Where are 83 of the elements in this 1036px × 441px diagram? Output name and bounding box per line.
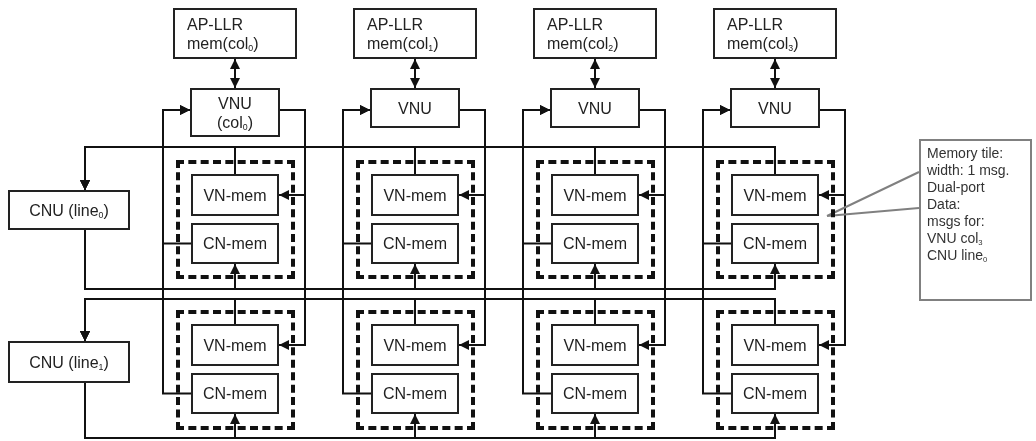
- node-label: CN-mem: [742, 384, 808, 403]
- callout-text: VNU col$_{3}$: [927, 230, 984, 247]
- node-label: VN-mem: [562, 335, 628, 355]
- memory-box: [731, 373, 819, 414]
- node-label: CN-mem: [382, 384, 448, 403]
- memory-box: [731, 174, 819, 216]
- memory-box: [551, 324, 639, 366]
- double-arrow: [410, 58, 420, 89]
- node-label: VNU (col$_{0}$): [217, 93, 253, 132]
- node-label: VN-mem: [742, 335, 808, 355]
- node-label: VN-mem: [202, 185, 268, 205]
- memory-box: [731, 223, 819, 264]
- memory-box: [371, 223, 459, 264]
- arrow: [80, 146, 776, 191]
- memory-box: [533, 8, 657, 59]
- leader-line: [826, 171, 920, 217]
- node-label: VN-mem: [202, 335, 268, 355]
- processing-unit-box: [8, 341, 130, 383]
- node-label: VNU: [758, 98, 792, 118]
- callout-text: Data:: [927, 196, 962, 213]
- node-label: VNU: [578, 98, 612, 118]
- arrow: [278, 109, 306, 350]
- memory-box: [191, 174, 279, 216]
- node-label: CN-mem: [742, 234, 808, 253]
- double-arrow: [770, 58, 780, 89]
- arrow: [702, 105, 732, 395]
- node-label: AP-LLR mem(col$_{2}$): [546, 14, 620, 53]
- memory-tile-box: [716, 310, 835, 430]
- callout-text: CNU line$_{0}$: [927, 247, 989, 264]
- callout-box: [919, 139, 1032, 301]
- memory-tile-box: [176, 160, 295, 279]
- node-label: CN-mem: [382, 234, 448, 253]
- node-label: CN-mem: [202, 234, 268, 253]
- node-label: VN-mem: [382, 185, 448, 205]
- node-label: VN-mem: [382, 335, 448, 355]
- arrow: [638, 109, 666, 350]
- processing-unit-box: [550, 88, 640, 128]
- callout-text: Dual-port: [927, 179, 986, 196]
- arrow: [162, 105, 192, 395]
- memory-box: [353, 8, 477, 59]
- memory-box: [191, 324, 279, 366]
- node-label: CN-mem: [562, 234, 628, 253]
- memory-tile-box: [356, 310, 475, 430]
- node-label: CNU (line$_{1}$): [28, 352, 110, 372]
- memory-box: [551, 223, 639, 264]
- processing-unit-box: [190, 88, 280, 137]
- double-arrow: [590, 58, 600, 89]
- memory-box: [713, 8, 837, 59]
- memory-tile-box: [176, 310, 295, 430]
- arrow: [458, 109, 486, 350]
- memory-box: [191, 223, 279, 264]
- memory-tile-box: [536, 310, 655, 430]
- double-arrow: [230, 58, 240, 89]
- node-label: VNU: [398, 98, 432, 118]
- memory-tile-box: [536, 160, 655, 279]
- node-label: AP-LLR mem(col$_{1}$): [366, 14, 440, 53]
- memory-box: [173, 8, 297, 59]
- memory-box: [551, 373, 639, 414]
- memory-box: [551, 174, 639, 216]
- memory-tile-box: [716, 160, 835, 279]
- node-label: CNU (line$_{0}$): [28, 200, 110, 220]
- node-label: VN-mem: [562, 185, 628, 205]
- arrow: [342, 105, 372, 395]
- node-label: AP-LLR mem(col$_{0}$): [186, 14, 260, 53]
- memory-box: [371, 174, 459, 216]
- node-label: VN-mem: [742, 185, 808, 205]
- callout-text: width: 1 msg.: [927, 162, 1011, 179]
- memory-box: [731, 324, 819, 366]
- memory-tile-box: [356, 160, 475, 279]
- node-label: AP-LLR mem(col$_{3}$): [726, 14, 800, 53]
- memory-box: [371, 373, 459, 414]
- callout-text: msgs for:: [927, 213, 986, 230]
- processing-unit-box: [730, 88, 820, 128]
- node-label: CN-mem: [202, 384, 268, 403]
- callout-text: Memory tile:: [927, 145, 1005, 162]
- memory-box: [191, 373, 279, 414]
- processing-unit-box: [370, 88, 460, 128]
- processing-unit-box: [8, 190, 130, 230]
- arrow: [522, 105, 552, 395]
- arrow: [80, 298, 776, 342]
- arrow: [818, 109, 846, 350]
- memory-box: [371, 324, 459, 366]
- node-label: CN-mem: [562, 384, 628, 403]
